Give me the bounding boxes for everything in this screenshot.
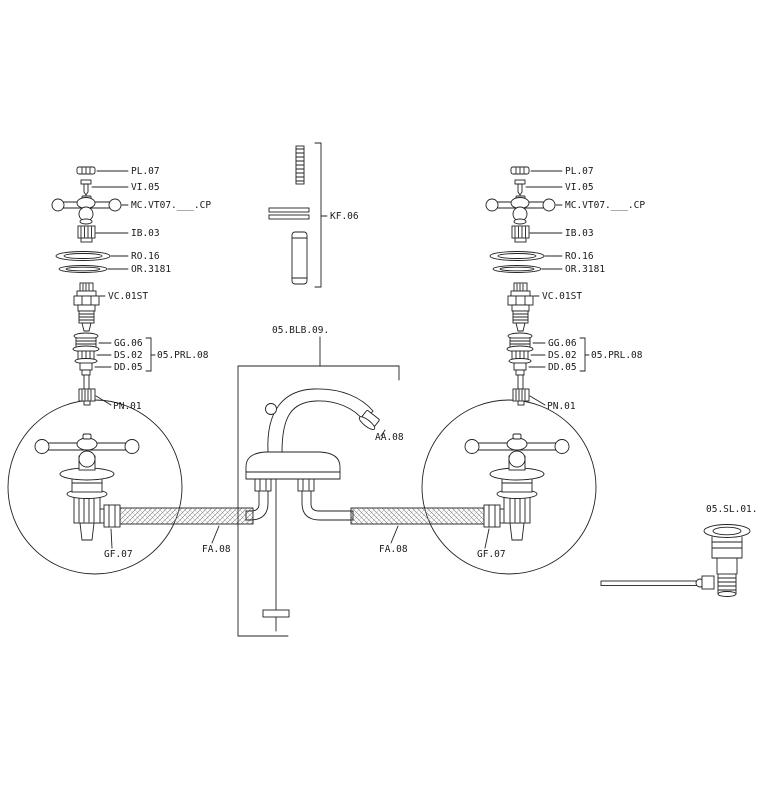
label-sl01: 05.SL.01. [706, 504, 757, 515]
pull-rod-plate [262, 609, 290, 618]
label-fa08-left: FA.08 [202, 544, 231, 555]
label-gf07-right: GF.07 [477, 549, 506, 560]
aerator-part [358, 410, 380, 430]
pull-rod-knob [265, 403, 277, 415]
waste-lever-rod [600, 580, 703, 586]
mixer-group-bracket [237, 336, 400, 637]
right-supply-elbow [297, 477, 354, 521]
label-gf07-left: GF.07 [104, 549, 133, 560]
label-fa08-right: FA.08 [379, 544, 408, 555]
label-blb09: 05.BLB.09. [272, 325, 329, 336]
label-aa08: AA.08 [375, 432, 404, 443]
left-supply-elbow [245, 477, 272, 521]
callout-leaders [110, 429, 490, 549]
spout-base [245, 451, 341, 480]
label-kf06: KF.06 [330, 211, 359, 222]
faucet-body-group [245, 388, 380, 632]
line-art: KF.06 05.BLB.09. FA.08 GF.07 FA.08 GF.07… [7, 142, 757, 637]
pop-up-waste-group [600, 524, 751, 597]
right-handle-parts-stack [485, 165, 646, 413]
fixing-kit-group [268, 142, 328, 288]
left-handle-parts-stack [51, 165, 212, 413]
kf06-bracket [314, 142, 322, 288]
spout-neck [267, 388, 374, 453]
